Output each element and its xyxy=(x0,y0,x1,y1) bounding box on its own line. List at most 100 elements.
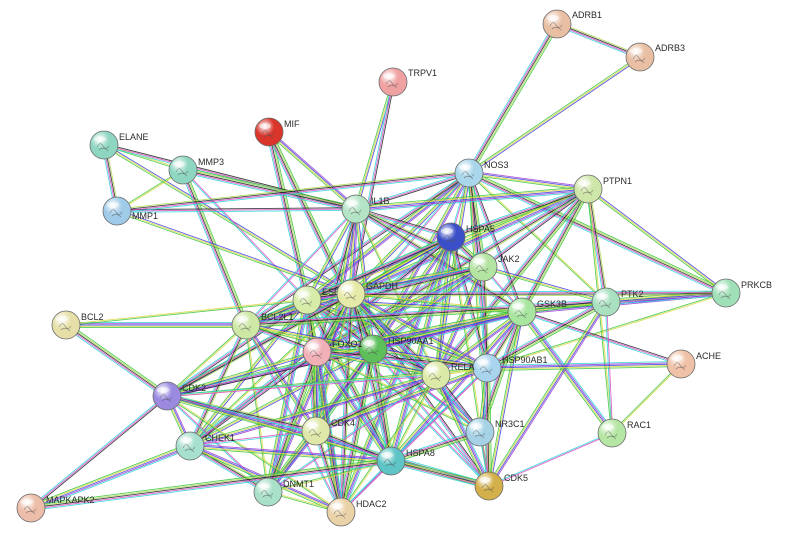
node-circle[interactable] xyxy=(293,286,321,314)
node-circle[interactable] xyxy=(176,432,204,460)
edge-adrb1-nos3 xyxy=(467,23,559,175)
edge-line xyxy=(470,58,641,174)
node-highlight xyxy=(381,452,393,458)
node-label: BCL2 xyxy=(81,312,104,322)
node-mmp1[interactable]: MMP1 xyxy=(103,197,158,225)
node-label: NOS3 xyxy=(484,160,509,170)
node-circle[interactable] xyxy=(17,494,45,522)
node-elane[interactable]: ELANE xyxy=(90,131,149,159)
node-circle[interactable] xyxy=(508,298,536,326)
edge-line xyxy=(391,462,489,487)
node-cdk5[interactable]: CDK5 xyxy=(475,472,528,500)
node-highlight xyxy=(602,424,614,430)
node-circle[interactable] xyxy=(303,338,331,366)
node-highlight xyxy=(94,136,106,142)
node-label: NR3C1 xyxy=(495,419,525,429)
node-circle[interactable] xyxy=(667,350,695,378)
node-highlight xyxy=(346,200,358,206)
node-mif[interactable]: MIF xyxy=(255,118,300,146)
node-circle[interactable] xyxy=(574,175,602,203)
node-circle[interactable] xyxy=(379,68,407,96)
node-label: TRPV1 xyxy=(408,68,437,78)
node-circle[interactable] xyxy=(469,253,497,281)
node-highlight xyxy=(426,366,438,372)
node-rac1[interactable]: RAC1 xyxy=(598,419,651,447)
node-circle[interactable] xyxy=(543,10,571,38)
node-label: PTK2 xyxy=(621,289,644,299)
node-circle[interactable] xyxy=(327,498,355,526)
edge-line xyxy=(351,292,726,293)
node-circle[interactable] xyxy=(359,335,387,363)
node-label: FOXO1 xyxy=(332,339,363,349)
node-circle[interactable] xyxy=(169,156,197,184)
node-label: CDK5 xyxy=(504,473,528,483)
edge-line xyxy=(32,397,168,509)
edge-line xyxy=(65,326,166,397)
node-circle[interactable] xyxy=(712,279,740,307)
node-label: ADRB3 xyxy=(655,43,685,53)
node-circle[interactable] xyxy=(337,280,365,308)
edge-mmp3-bcl2l1 xyxy=(181,169,249,326)
node-highlight xyxy=(258,483,270,489)
node-circle[interactable] xyxy=(302,417,330,445)
node-highlight xyxy=(157,387,169,393)
node-circle[interactable] xyxy=(473,354,501,382)
node-circle[interactable] xyxy=(466,418,494,446)
node-circle[interactable] xyxy=(103,197,131,225)
node-adrb3[interactable]: ADRB3 xyxy=(626,43,685,71)
node-mapkapk2[interactable]: MAPKAPK2 xyxy=(17,494,95,522)
node-circle[interactable] xyxy=(377,447,405,475)
node-circle[interactable] xyxy=(475,472,503,500)
node-label: JAK2 xyxy=(498,254,520,264)
node-circle[interactable] xyxy=(342,195,370,223)
node-label: CDK2 xyxy=(182,383,206,393)
node-label: ELANE xyxy=(119,132,149,142)
node-highlight xyxy=(441,228,453,234)
node-highlight xyxy=(363,340,375,346)
node-label: GAPDH xyxy=(366,281,398,291)
node-circle[interactable] xyxy=(153,382,181,410)
node-prkcb[interactable]: PRKCB xyxy=(712,279,772,307)
edge-line xyxy=(183,171,356,210)
node-highlight xyxy=(383,73,395,79)
node-label: GSK3B xyxy=(537,299,567,309)
edge-line xyxy=(469,57,640,173)
edge-line xyxy=(520,314,610,435)
node-highlight xyxy=(21,499,33,505)
node-highlight xyxy=(306,422,318,428)
node-nr3c1[interactable]: NR3C1 xyxy=(466,418,525,446)
node-label: PRKCB xyxy=(741,280,772,290)
node-label: ADRB1 xyxy=(572,10,602,20)
node-hdac2[interactable]: HDAC2 xyxy=(327,498,387,526)
node-label: HSPA5 xyxy=(466,224,495,234)
node-ache[interactable]: ACHE xyxy=(667,350,721,378)
node-circle[interactable] xyxy=(90,131,118,159)
edge-line xyxy=(268,132,306,300)
node-circle[interactable] xyxy=(422,361,450,389)
node-circle[interactable] xyxy=(254,478,282,506)
node-circle[interactable] xyxy=(592,288,620,316)
node-circle[interactable] xyxy=(626,43,654,71)
node-circle[interactable] xyxy=(437,223,465,251)
node-circle[interactable] xyxy=(455,159,483,187)
node-label: ACHE xyxy=(696,351,721,361)
node-trpv1[interactable]: TRPV1 xyxy=(379,68,437,96)
edge-line xyxy=(470,25,558,174)
node-highlight xyxy=(107,202,119,208)
node-circle[interactable] xyxy=(598,419,626,447)
node-label: MMP3 xyxy=(198,157,224,167)
node-adrb1[interactable]: ADRB1 xyxy=(543,10,602,38)
edge-line xyxy=(391,461,489,486)
node-circle[interactable] xyxy=(255,118,283,146)
node-label: HSPA8 xyxy=(406,448,435,458)
node-gsk3b[interactable]: GSK3B xyxy=(508,298,567,326)
node-label: MIF xyxy=(284,119,300,129)
node-highlight xyxy=(547,15,559,21)
edge-line xyxy=(67,324,168,395)
node-highlight xyxy=(459,164,471,170)
node-label: CHEK1 xyxy=(205,433,235,443)
node-circle[interactable] xyxy=(232,311,260,339)
node-highlight xyxy=(716,284,728,290)
edge-line xyxy=(467,23,555,172)
node-circle[interactable] xyxy=(52,311,80,339)
